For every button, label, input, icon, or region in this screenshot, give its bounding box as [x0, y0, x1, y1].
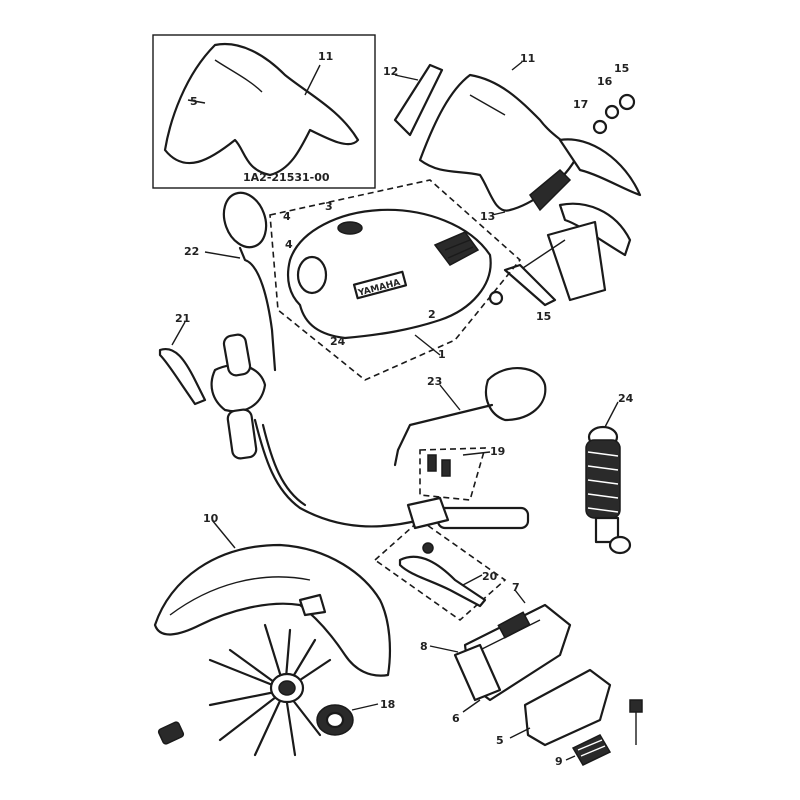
left-grip	[226, 408, 258, 460]
right-grip	[436, 506, 530, 530]
callout-5: 4	[285, 238, 293, 251]
callout-11-inset: 11	[318, 50, 333, 63]
fender-stay	[298, 593, 327, 617]
left-mirror: 22	[184, 191, 277, 372]
right-mirror-stem	[393, 403, 494, 467]
brake-lever-20	[398, 555, 487, 608]
left-mirror-stem	[238, 246, 277, 372]
callout-10: 10	[203, 512, 219, 525]
left-mirror-head	[222, 191, 268, 249]
lever-pivot-nut	[422, 542, 434, 554]
callout-8: 8	[420, 640, 428, 653]
fuel-tank-group: YAMAHA 1 3 4 4 2 24	[269, 179, 522, 381]
right-mirror-head	[484, 366, 547, 422]
callout-19: 19	[490, 445, 505, 458]
callout-23: 23	[427, 375, 442, 388]
front-fender-group: 10 18	[153, 512, 395, 757]
tank-group-outline	[269, 179, 522, 381]
rear-shock-24: 24	[585, 392, 634, 555]
shock-bottom-eye	[608, 535, 632, 555]
side-cover-group: 7 8 6 5 9	[420, 581, 643, 768]
callout-20: 20	[482, 570, 498, 583]
front-wheel-spokes	[208, 623, 332, 757]
fuel-cap	[296, 255, 328, 295]
callout-12: 13	[480, 210, 495, 223]
inset-box: 5 11 1A2-21531-00	[152, 34, 376, 189]
callout-18: 18	[380, 698, 395, 711]
cover-base-8	[453, 643, 502, 702]
callout-22: 22	[184, 245, 199, 258]
callout-4-lower: 24	[330, 335, 346, 348]
callout-5-cover: 5	[496, 734, 504, 747]
lever-holder-outline	[419, 447, 487, 501]
shock-spring	[585, 439, 621, 519]
callout-15-bracket: 15	[536, 310, 551, 323]
headlight-cowl-alt	[163, 42, 360, 177]
handlebar-group: 21	[158, 312, 530, 530]
tank-emblem-top	[337, 221, 363, 235]
right-mirror: 23	[393, 366, 547, 467]
tank-badge-box	[352, 270, 408, 300]
callout-21: 21	[175, 312, 190, 325]
lever-outline	[373, 518, 507, 622]
tank-bracket	[503, 263, 557, 307]
reflector-bracket	[546, 220, 607, 302]
callout-9: 9	[555, 755, 563, 768]
nut-17	[592, 119, 608, 135]
shock-body	[594, 516, 620, 544]
callout-24: 24	[618, 392, 634, 405]
cowl-group: 12 11 13 17 16 15 15	[383, 52, 642, 323]
inset-part-code: 1A2-21531-00	[243, 171, 330, 184]
front-fender-10	[153, 543, 392, 677]
callout-2: 2	[428, 308, 436, 321]
callout-15: 15	[614, 62, 629, 75]
left-grip-top	[222, 333, 252, 377]
brake-lever-group: 19 20	[373, 445, 507, 622]
callout-7: 7	[512, 581, 520, 594]
callout-1: 1	[438, 348, 446, 361]
cover-emblem-9	[571, 734, 612, 766]
callout-6: 6	[452, 712, 460, 725]
screw-small	[629, 699, 643, 713]
callout-13: 12	[383, 65, 398, 78]
clutch-lever-21	[158, 347, 207, 406]
washer-16	[604, 104, 620, 120]
spring-clip	[157, 721, 185, 745]
side-panel-13	[393, 63, 444, 137]
cover-emblem-7	[497, 611, 531, 639]
lever-holder	[406, 496, 450, 530]
callout-16: 16	[597, 75, 613, 88]
bolt-15	[618, 93, 636, 111]
callout-4: 4	[283, 210, 291, 223]
grommet	[488, 290, 504, 306]
callout-11: 11	[520, 52, 535, 65]
screw-b	[441, 459, 451, 477]
reflector-panel	[529, 168, 572, 212]
wheel-axle	[278, 680, 296, 696]
front-fender-upper	[558, 138, 642, 197]
callout-17: 17	[573, 98, 588, 111]
callout-3: 3	[325, 200, 333, 213]
knee-pad	[433, 231, 480, 266]
callout-5-inset: 5	[190, 95, 198, 108]
side-cover-lower	[523, 668, 612, 747]
screw-a	[427, 454, 437, 472]
fuel-tank	[286, 208, 492, 340]
handlebar	[253, 418, 527, 528]
